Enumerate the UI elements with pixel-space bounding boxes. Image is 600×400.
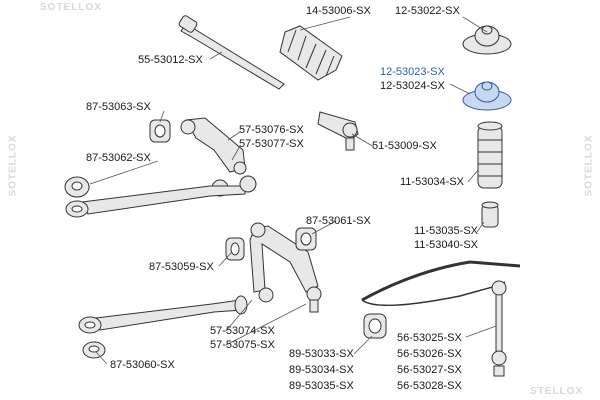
bushing-87-53059-part [225, 237, 245, 261]
label-12-53023: 12-53023-SX [380, 66, 445, 78]
trailing-link-part [65, 175, 257, 218]
label-11-53040: 11-53040-SX [414, 239, 479, 251]
tie-rod-part [178, 15, 285, 90]
lower-control-arm-part [249, 222, 322, 313]
label-12-53024: 12-53024-SX [380, 80, 445, 92]
label-55-53012: 55-53012-SX [138, 54, 203, 66]
label-89-53035: 89-53035-SX [289, 380, 354, 392]
bushing-87-53061-part [295, 227, 317, 251]
strut-dust-boot-part [477, 121, 503, 189]
leader-lines [89, 16, 497, 365]
label-56-53028: 56-53028-SX [397, 380, 462, 392]
watermark-bottom: STELLOX [530, 386, 584, 397]
label-87-53063: 87-53063-SX [86, 101, 151, 113]
label-89-53034: 89-53034-SX [289, 364, 354, 376]
lower-link-part [78, 295, 248, 334]
label-87-53060: 87-53060-SX [110, 359, 175, 371]
watermark-top: SOTELLOX [40, 2, 102, 13]
label-89-53033: 89-53033-SX [289, 348, 354, 360]
stabilizer-bushing-part [363, 313, 387, 339]
label-87-53061: 87-53061-SX [306, 215, 371, 227]
label-51-53009: 51-53009-SX [372, 140, 437, 152]
stabilizer-link-part [491, 280, 507, 377]
label-57-53075: 57-53075-SX [210, 339, 275, 351]
tie-rod-end-part [317, 111, 359, 151]
label-11-53035: 11-53035-SX [414, 225, 479, 237]
label-87-53059: 87-53059-SX [149, 261, 214, 273]
bushing-87-53060-part [82, 341, 106, 359]
bump-stop-part [481, 201, 499, 228]
bushing-87-53062-part [64, 176, 90, 198]
label-56-53025: 56-53025-SX [397, 332, 462, 344]
label-12-53022: 12-53022-SX [395, 5, 460, 17]
label-57-53074: 57-53074-SX [210, 325, 275, 337]
label-56-53026: 56-53026-SX [397, 348, 462, 360]
label-87-53062: 87-53062-SX [86, 152, 151, 164]
strut-mount-highlight-part [462, 81, 512, 111]
label-56-53027: 56-53027-SX [397, 364, 462, 376]
steering-boot-part [279, 25, 343, 81]
label-57-53077: 57-53077-SX [239, 138, 304, 150]
upper-control-arm-part [180, 117, 247, 197]
label-11-53034: 11-53034-SX [400, 176, 465, 188]
bushing-87-53063-part [149, 119, 171, 143]
label-57-53076: 57-53076-SX [239, 124, 304, 136]
label-14-53006: 14-53006-SX [306, 5, 371, 17]
strut-mount-upper-part [462, 25, 512, 55]
